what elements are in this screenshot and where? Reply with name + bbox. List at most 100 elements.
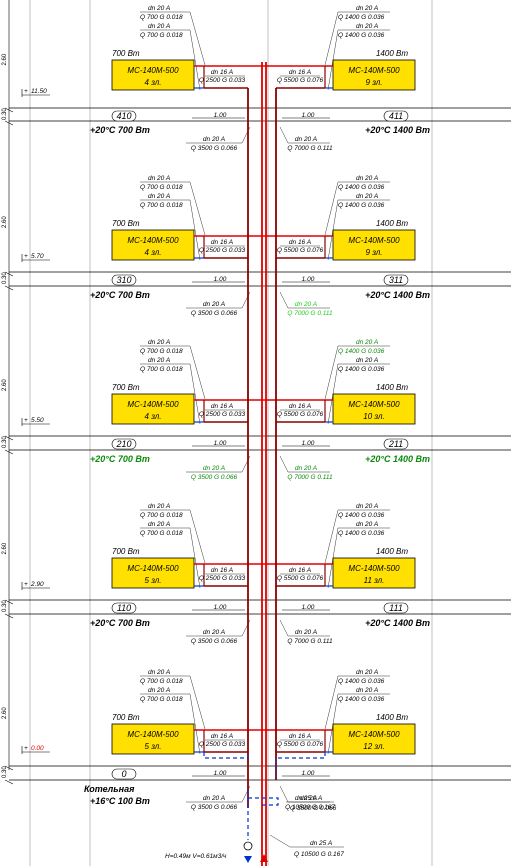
room-number-badge xyxy=(111,274,137,286)
pipe-label: Q 2500 G 0.033 xyxy=(199,247,246,254)
pipe-label: Q 1400 G 0.036 xyxy=(338,348,385,355)
pipe-label: dn 16 A xyxy=(211,239,233,246)
leader-line xyxy=(327,363,339,425)
radiator-left xyxy=(111,59,195,91)
pipe-label: dn 16 A xyxy=(211,567,233,574)
leader-line xyxy=(189,363,201,425)
pipe-label: Q 700 G 0.018 xyxy=(140,348,183,355)
pipe-label: dn 20 A xyxy=(148,5,170,12)
distance-label: 1.00 xyxy=(214,770,227,777)
pipe-label: Q 1400 G 0.036 xyxy=(338,14,385,21)
slab-dimension: 0.30 xyxy=(2,766,8,778)
radiator-power-right: 1400 Вт xyxy=(376,49,408,58)
pipe-label: dn 16 A xyxy=(211,69,233,76)
pipe-label: dn 20 A xyxy=(148,669,170,676)
radiator-model: MC-140M-500 xyxy=(127,564,179,573)
riser-label: Q 7000 G 0.111 xyxy=(287,310,333,317)
leader-line xyxy=(189,527,201,589)
room-number-right: 111 xyxy=(389,603,403,613)
pipe-label: dn 16 A xyxy=(289,733,311,740)
leader-line xyxy=(279,291,289,309)
room-temp-right: +20°C 1400 Вт xyxy=(365,454,430,464)
pipe-label: dn 20 A xyxy=(356,687,378,694)
radiator-power-left: 700 Вт xyxy=(112,713,140,722)
riser-label: dn 20 A xyxy=(295,629,317,636)
room-number-badge xyxy=(383,274,409,286)
dimension-tick xyxy=(4,435,14,441)
pipe-label: Q 700 G 0.018 xyxy=(140,202,183,209)
radiator-left xyxy=(111,723,195,755)
room-number-badge xyxy=(111,768,137,780)
leader-line xyxy=(189,181,206,236)
room-number-badge xyxy=(383,438,409,450)
distance-label: 1.00 xyxy=(214,604,227,611)
pipe-label: Q 700 G 0.018 xyxy=(140,14,183,21)
room-temp-left: +20°C 700 Вт xyxy=(90,454,150,464)
radiator-sections: 4 зл. xyxy=(145,412,162,421)
height-dimension: 2.60 xyxy=(2,707,8,719)
pump-characteristics: H=0.49м V=0.61м3/ч xyxy=(165,853,227,860)
pipe-label: Q 2500 G 0.033 xyxy=(199,411,246,418)
leader-line xyxy=(327,199,339,261)
level-mark: 5.50 xyxy=(31,417,44,424)
level-mark: 5.70 xyxy=(31,253,44,260)
room-temp-left: Котельная xyxy=(84,784,135,794)
height-dimension: 2.60 xyxy=(2,379,8,391)
radiator-sections: 10 зл. xyxy=(363,412,384,421)
level-mark: 2.90 xyxy=(30,581,44,588)
slab-dimension: 0.30 xyxy=(2,600,8,612)
radiator-model: MC-140M-500 xyxy=(127,236,179,245)
boiler-return-right xyxy=(275,752,326,780)
radiator-right xyxy=(332,393,416,425)
radiator-power-left: 700 Вт xyxy=(112,383,140,392)
dimension-tick xyxy=(4,613,14,619)
room-temp-right: +20°C 1400 Вт xyxy=(365,125,430,135)
dimension-tick xyxy=(4,765,14,771)
boiler-label: Q 10500 G 0.167 xyxy=(294,851,344,858)
pipe-label: Q 5500 G 0.076 xyxy=(277,247,324,254)
radiator-power-right: 1400 Вт xyxy=(376,547,408,556)
radiator-power-left: 700 Вт xyxy=(112,219,140,228)
pipe-label: Q 5500 G 0.076 xyxy=(277,77,324,84)
leader-line xyxy=(279,455,289,473)
leader-line xyxy=(189,199,201,261)
radiator-left xyxy=(111,229,195,261)
room-number-badge xyxy=(383,602,409,614)
distance-label: 1.00 xyxy=(302,440,315,447)
pipe-label: dn 20 A xyxy=(356,339,378,346)
riser-label: Q 10500 G 0.167 xyxy=(285,804,335,811)
radiator-model: MC-140M-500 xyxy=(127,400,179,409)
leader-line xyxy=(327,527,339,589)
riser-label: dn 20 A xyxy=(295,301,317,308)
riser-label: Q 7000 G 0.111 xyxy=(287,474,333,481)
room-number-left: 310 xyxy=(116,275,131,285)
riser-label: Q 3500 G 0.066 xyxy=(191,145,238,152)
radiator-sections: 4 зл. xyxy=(145,248,162,257)
leader-line xyxy=(279,619,289,637)
pipe-label: dn 16 A xyxy=(211,403,233,410)
distance-label: 1.00 xyxy=(214,112,227,119)
pipe-label: dn 20 A xyxy=(148,521,170,528)
pipe-label: Q 2500 G 0.033 xyxy=(199,575,246,582)
radiator-sections: 12 зл. xyxy=(363,742,384,751)
pipe-label: dn 20 A xyxy=(356,503,378,510)
room-temp-right: +20°C 1400 Вт xyxy=(365,618,430,628)
level-mark: 0.00 xyxy=(31,745,44,752)
pipe-label: dn 20 A xyxy=(356,193,378,200)
riser-label: Q 3500 G 0.066 xyxy=(191,474,238,481)
room-number-left: 0 xyxy=(121,769,126,779)
dimension-tick xyxy=(4,449,14,455)
boiler-label: Q 3500 G 0.066 xyxy=(290,805,337,812)
radiator-sections: 9 зл. xyxy=(366,78,383,87)
radiator-power-left: 700 Вт xyxy=(112,547,140,556)
pipe-label: dn 20 A xyxy=(148,193,170,200)
riser-label: dn 20 A xyxy=(203,301,225,308)
pipe-label: dn 20 A xyxy=(148,23,170,30)
flow-up-arrow-icon xyxy=(260,854,268,862)
riser-label: dn 20 A xyxy=(203,465,225,472)
radiator-left xyxy=(111,393,195,425)
level-plus-sign: + xyxy=(24,417,28,424)
pipe-label: dn 20 A xyxy=(356,175,378,182)
